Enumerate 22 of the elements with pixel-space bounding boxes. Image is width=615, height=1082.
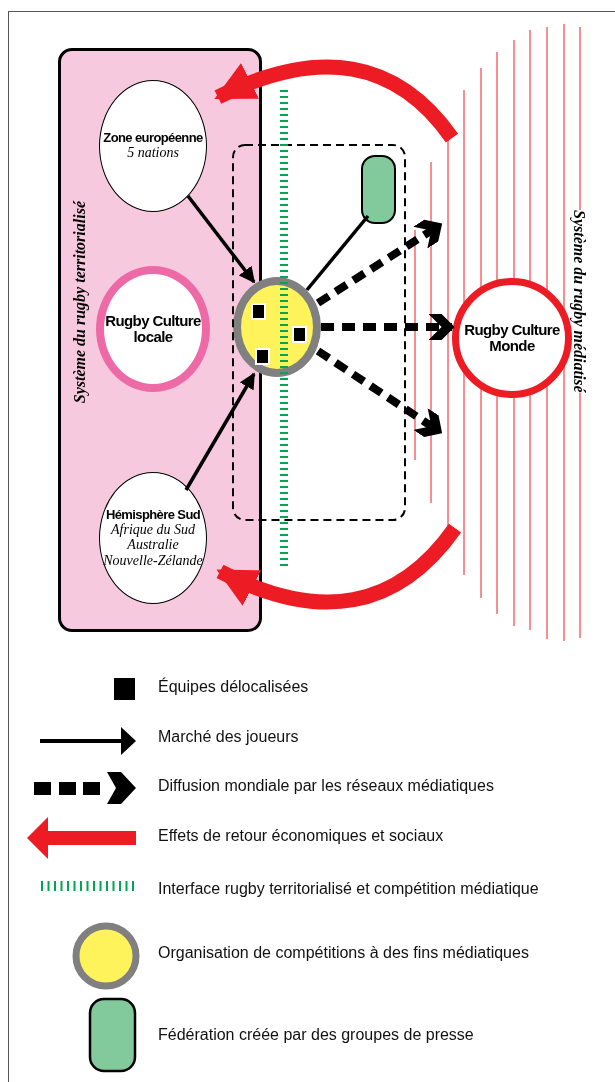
node-title: Rugby Culture Monde	[464, 321, 560, 355]
legend-text: Diffusion mondiale par les réseaux médiatiques	[158, 777, 494, 795]
legend-text: Organisation de compétitions à des fins médiatiques	[158, 944, 529, 962]
region-box	[58, 48, 262, 632]
node-title: Zone européenne	[103, 131, 203, 146]
arrow	[186, 194, 256, 284]
legend-text: Marché des joueurs	[158, 728, 299, 746]
arrow	[184, 372, 256, 491]
legend-text: Effets de retour économiques et sociaux	[158, 827, 444, 845]
node-subtitle: Afrique du Sud Australie Nouvelle-Zélande	[103, 522, 203, 569]
curved-arrow	[214, 59, 458, 143]
legend-text: Équipes délocalisées	[158, 678, 309, 696]
rounded-box	[361, 155, 396, 224]
region-title: Système du rugby territorialisé	[71, 201, 89, 404]
region-title: Système du rugby médiatisé	[570, 210, 588, 393]
connector-line	[305, 214, 370, 292]
node-subtitle: 5 nations	[127, 145, 179, 161]
node-title: Hémisphère Sud	[105, 507, 201, 523]
legend-text: Fédération créée par des groupes de presse	[158, 1026, 474, 1044]
curved-arrow	[216, 523, 461, 610]
legend-text: Interface rugby territorialisé et compétition médiatique	[158, 880, 539, 898]
node-title: Rugby Culture locale	[105, 312, 201, 346]
